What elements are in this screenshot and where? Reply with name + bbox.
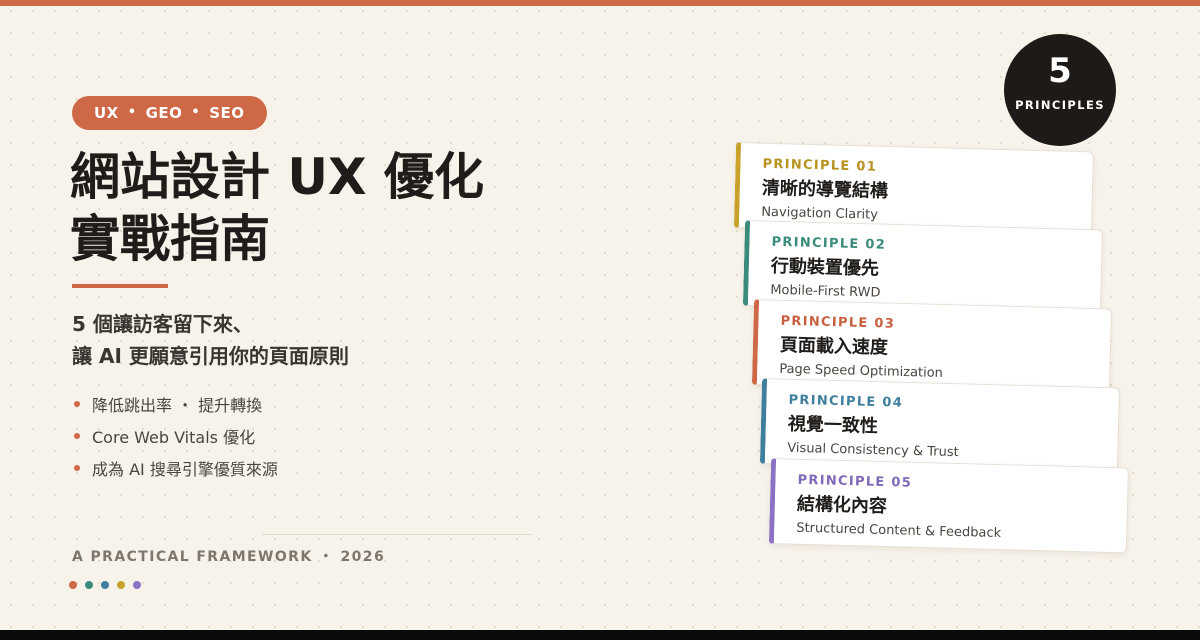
top-accent-bar bbox=[0, 0, 1200, 6]
benefit-list: 降低跳出率 ・ 提升轉換 Core Web Vitals 優化 成為 AI 搜尋… bbox=[74, 388, 278, 484]
tag-seo: SEO bbox=[209, 104, 245, 122]
bullet-dot-icon bbox=[74, 401, 80, 407]
footer-caption: A PRACTICAL FRAMEWORK ・ 2026 bbox=[72, 549, 386, 565]
color-dot bbox=[69, 581, 77, 589]
benefit-item: 降低跳出率 ・ 提升轉換 bbox=[74, 388, 278, 420]
benefit-text: 降低跳出率 ・ 提升轉換 bbox=[92, 396, 263, 415]
principles-count-badge: 5 PRINCIPLES bbox=[1004, 34, 1116, 146]
page-title: 網站設計 UX 優化 實戰指南 bbox=[70, 146, 484, 270]
subtitle-line-1: 5 個讓訪客留下來、 bbox=[72, 312, 253, 336]
benefit-item: 成為 AI 搜尋引擎優質來源 bbox=[74, 452, 278, 484]
tag-ux: UX bbox=[94, 104, 119, 122]
badge-label: PRINCIPLES bbox=[1015, 98, 1105, 112]
tag-separator: • bbox=[191, 105, 201, 120]
color-dots bbox=[69, 581, 141, 589]
color-dot bbox=[101, 581, 109, 589]
benefit-text: Core Web Vitals 優化 bbox=[92, 428, 256, 447]
page-title-line-2: 實戰指南 bbox=[70, 210, 270, 268]
subtitle-line-2: 讓 AI 更願意引用你的頁面原則 bbox=[72, 344, 349, 368]
color-dot bbox=[117, 581, 125, 589]
benefit-text: 成為 AI 搜尋引擎優質來源 bbox=[92, 460, 278, 479]
bottom-bar bbox=[0, 630, 1200, 640]
benefit-item: Core Web Vitals 優化 bbox=[74, 420, 278, 452]
topic-tag: UX • GEO • SEO bbox=[72, 96, 267, 130]
bullet-dot-icon bbox=[74, 433, 80, 439]
bullet-dot-icon bbox=[74, 465, 80, 471]
page-subtitle: 5 個讓訪客留下來、 讓 AI 更願意引用你的頁面原則 bbox=[72, 308, 349, 372]
page-title-line-1: 網站設計 UX 優化 bbox=[70, 148, 484, 206]
tag-geo: GEO bbox=[145, 104, 183, 122]
title-underline bbox=[72, 284, 168, 288]
color-dot bbox=[133, 581, 141, 589]
tag-separator: • bbox=[127, 105, 137, 120]
footer-divider bbox=[262, 534, 532, 535]
badge-number: 5 bbox=[1048, 51, 1072, 91]
principle-card-5: PRINCIPLE 05 結構化內容 Structured Content & … bbox=[768, 458, 1130, 554]
color-dot bbox=[85, 581, 93, 589]
